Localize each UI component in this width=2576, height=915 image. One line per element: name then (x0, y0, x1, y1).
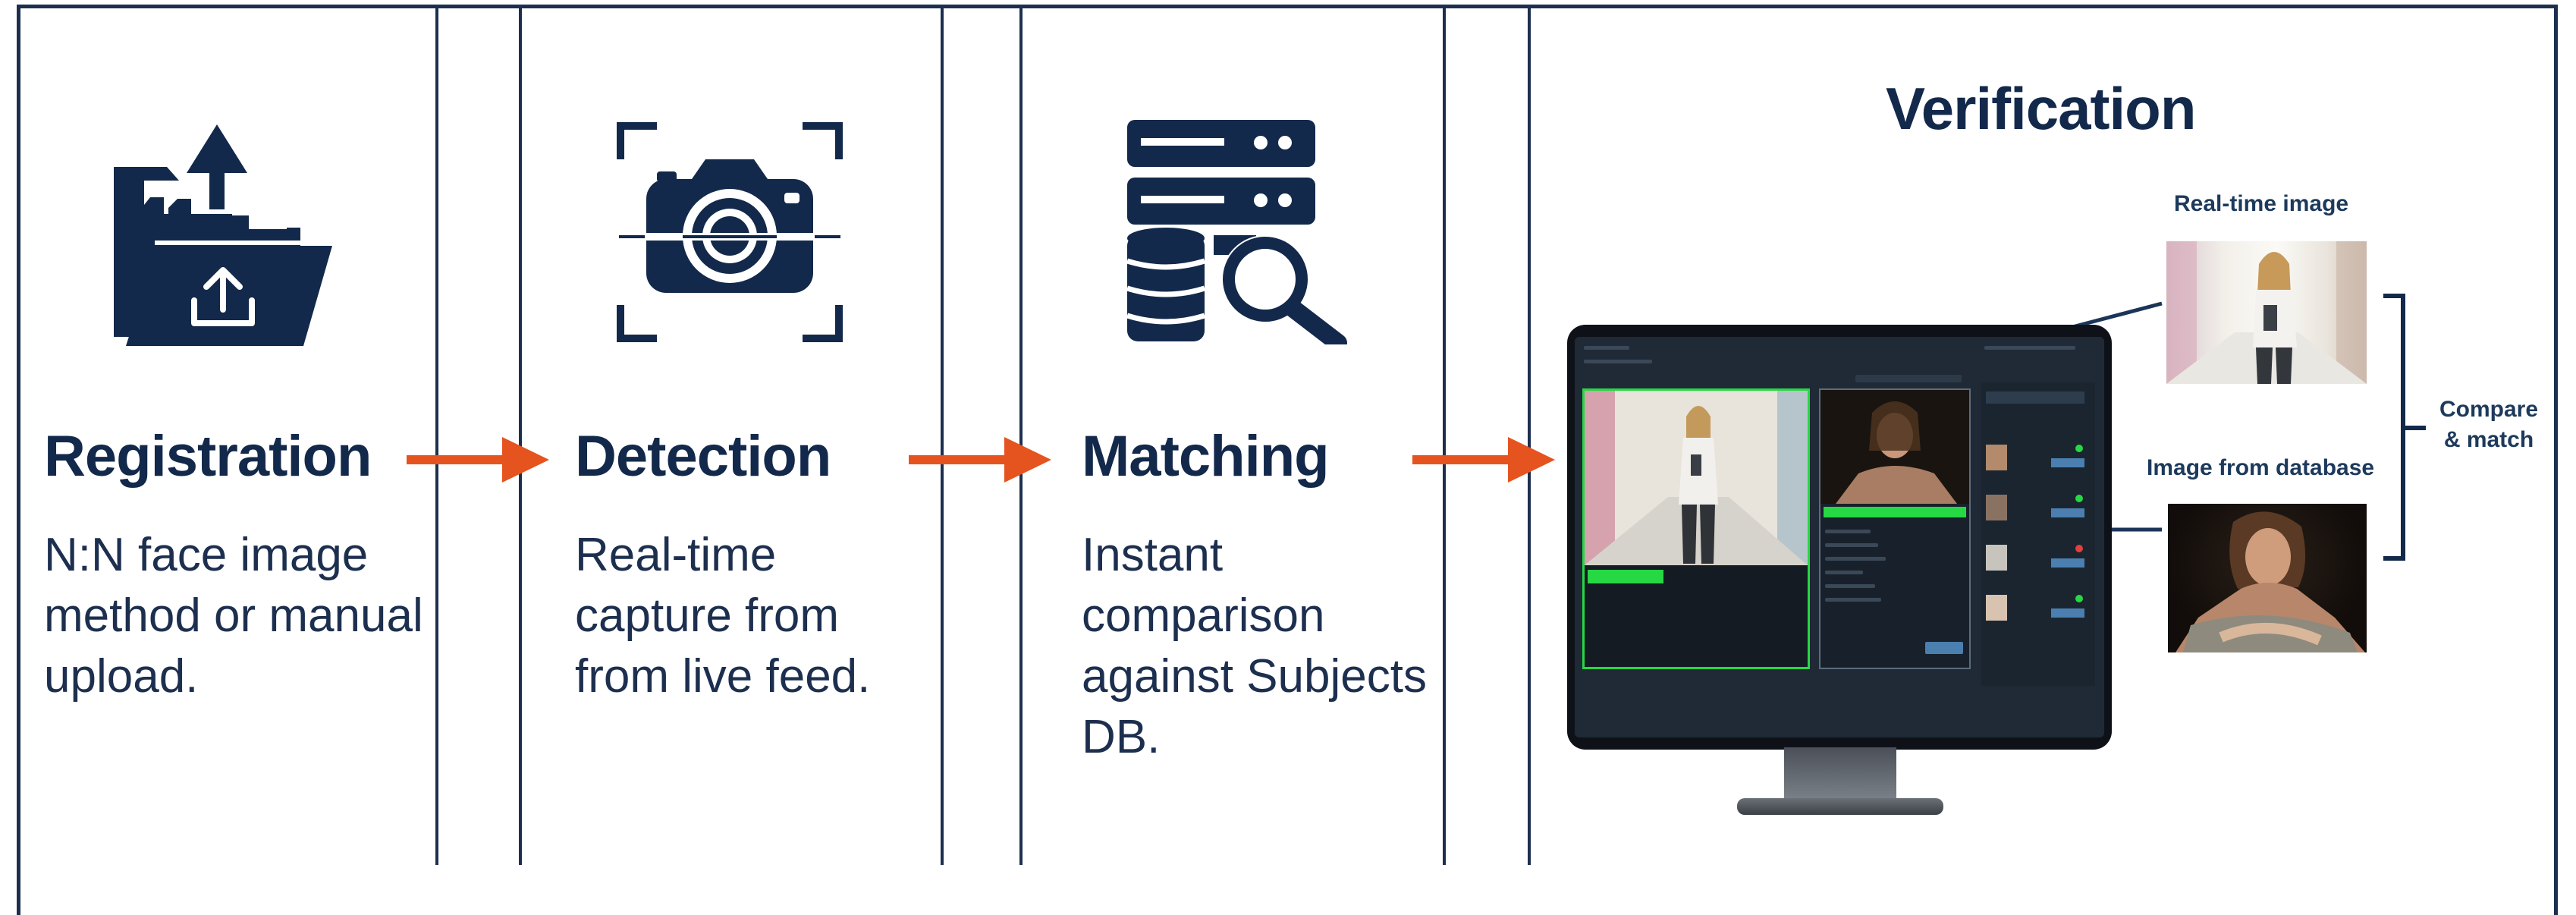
monitor-stand (1784, 747, 1896, 802)
database-photo (2168, 504, 2367, 652)
divider (1528, 5, 1531, 865)
arrow-right-icon (909, 437, 1051, 483)
camera-scan-icon (616, 118, 843, 346)
matching-title: Matching (1082, 424, 1330, 489)
divider (1019, 5, 1023, 865)
detection-title: Detection (575, 424, 831, 489)
monitor-base (1737, 798, 1943, 815)
divider (435, 5, 438, 865)
verification-title: Verification (1886, 75, 2196, 142)
registration-description: N:N face image method or manual upload. (44, 529, 423, 703)
divider (1443, 5, 1446, 865)
matching-description: Instant comparison against Subjects DB. (1082, 529, 1427, 763)
divider (941, 5, 944, 865)
database-image-label: Image from database (2147, 455, 2375, 480)
arrow-right-icon (407, 437, 549, 483)
detection-description: Real-time capture from from live feed. (575, 529, 871, 703)
realtime-image-label: Real-time image (2174, 191, 2349, 216)
arrow-right-icon (1412, 437, 1555, 483)
monitor-icon (1567, 325, 2112, 750)
diagram-frame (17, 5, 2558, 915)
database-search-icon (1124, 117, 1352, 352)
folder-upload-icon (112, 120, 332, 347)
divider (519, 5, 522, 865)
bracket-icon (2383, 294, 2426, 561)
verification-screen (1575, 337, 2104, 737)
compare-match-text: Compare & match (2439, 397, 2539, 452)
realtime-photo (2166, 241, 2367, 384)
registration-title: Registration (44, 424, 372, 489)
compare-match-label: Compare & match (2439, 395, 2538, 455)
